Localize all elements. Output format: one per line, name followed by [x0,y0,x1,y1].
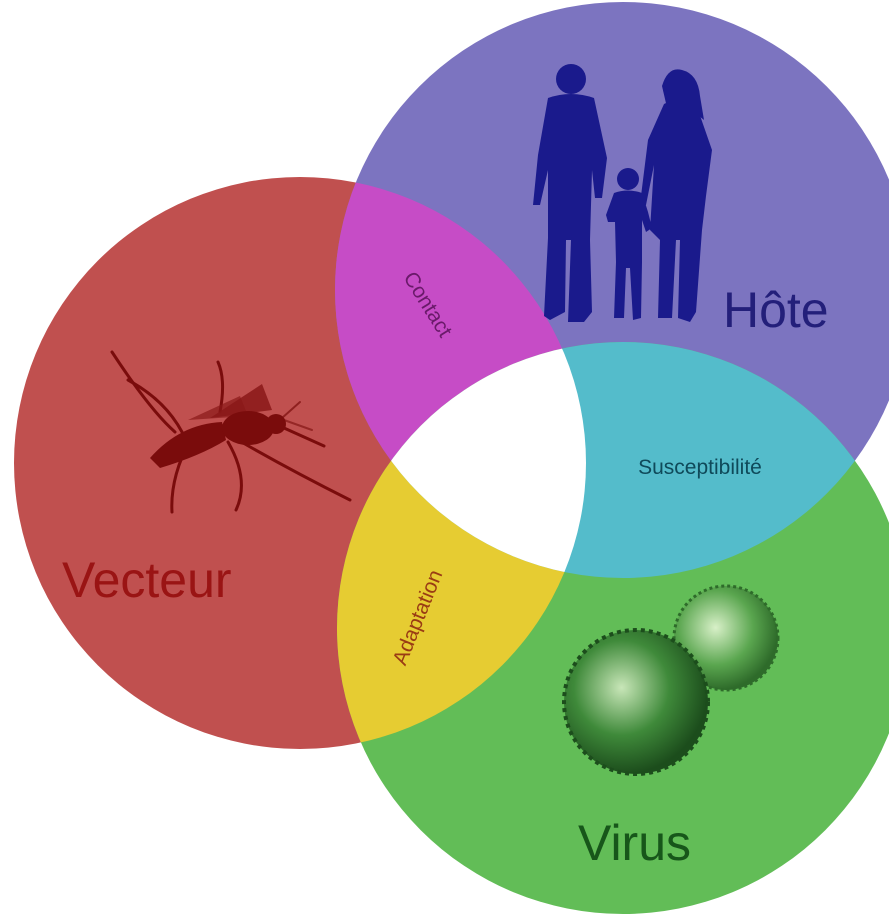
vector-label: Vecteur [62,552,232,608]
susceptibility-label: Susceptibilité [638,456,762,479]
virus-label: Virus [578,815,691,871]
host-label: Hôte [723,282,829,338]
